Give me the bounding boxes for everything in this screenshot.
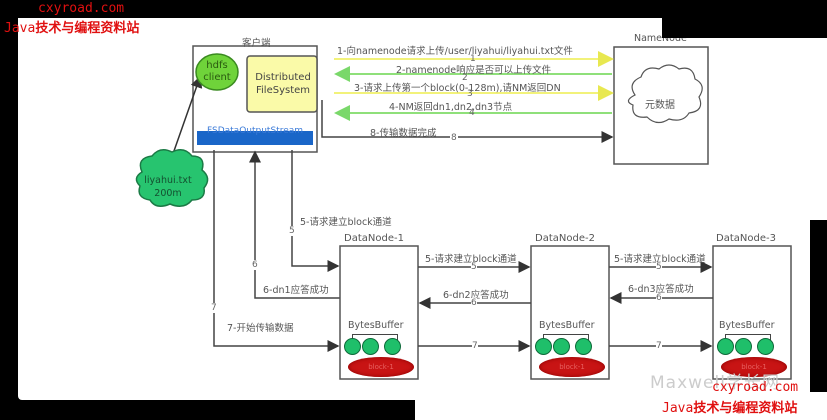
packet-circle	[344, 338, 361, 355]
watermark-text-bottom: 技术与编程资料站	[693, 401, 798, 416]
step-6-dn1-label: 6-dn1应答成功	[263, 285, 329, 296]
packet-circle	[757, 338, 774, 355]
watermark-site-top: cxyroad.com	[38, 1, 125, 16]
step-8-label: 8-传输数据完成	[370, 128, 437, 139]
watermark-prefix-top: Java	[4, 21, 36, 36]
arrow-step-7-client	[213, 150, 340, 352]
packet-circle	[535, 338, 552, 355]
step-7-client-label: 7-开始传输数据	[227, 323, 294, 334]
dfs-label: Distributed FileSystem	[255, 72, 311, 96]
block-ellipse: block-1	[721, 357, 787, 377]
step-5-dn1-dn2-number: 5	[471, 262, 477, 272]
step-3-number: 3	[467, 89, 473, 99]
datanode-3-box	[712, 245, 792, 380]
step-1-label: 1-向namenode请求上传/user/liyahui/liyahui.txt…	[337, 46, 573, 57]
step-5-client-label: 5-请求建立block通道	[300, 217, 392, 228]
dfs-box	[246, 55, 318, 113]
step-7-dn2-dn3-number: 7	[656, 341, 662, 351]
arrow-step-8	[321, 100, 614, 143]
file-size: 200m	[154, 188, 182, 199]
step-5-client-number: 5	[289, 226, 295, 236]
faded-brand-watermark: Maxwell学长网	[650, 373, 780, 393]
output-stream-label: FSDataOutputStream	[206, 126, 304, 136]
watermark-text-top: 技术与编程资料站	[35, 21, 140, 36]
diagram-canvas-right	[790, 38, 827, 220]
datanode-3-buffer-label: BytesBuffer	[719, 320, 775, 331]
metadata-label: 元数据	[645, 100, 675, 111]
step-3-label: 3-请求上传第一个block(0-128m),请NM返回DN	[354, 83, 561, 94]
arrow-step-6-client	[249, 150, 340, 299]
metadata-cloud-shape	[627, 64, 703, 124]
hdfs-client-oval	[195, 53, 239, 91]
datanode-1-box	[339, 245, 419, 380]
step-6-dn3-label: 6-dn3应答成功	[628, 284, 694, 295]
step-6-dn2-label: 6-dn2应答成功	[443, 290, 509, 301]
step-6-dn2-number: 6	[471, 298, 477, 308]
datanode-1-buffer-label: BytesBuffer	[348, 320, 404, 331]
step-6-client-number: 6	[252, 260, 258, 270]
step-7-client-number: 7	[211, 303, 217, 313]
step-5-dn1-dn2-label: 5-请求建立block通道	[425, 254, 517, 265]
file-name: liyahui.txt	[144, 175, 192, 186]
watermark-tagline-bottom: Java技术与编程资料站	[662, 397, 797, 416]
watermark-tagline-top: Java技术与编程资料站	[4, 17, 139, 36]
packet-circle	[553, 338, 570, 355]
datanode-2-title: DataNode-2	[535, 233, 595, 244]
client-title: 客户端	[242, 38, 271, 49]
step-4-number: 4	[469, 108, 475, 118]
arrow-step-5-client	[291, 150, 340, 272]
step-2-number: 2	[462, 73, 468, 83]
black-mask-top-right	[662, 0, 827, 38]
packet-circle	[384, 338, 401, 355]
bottom-strip	[415, 392, 827, 420]
step-5-dn2-dn3-label: 5-请求建立block通道	[614, 254, 706, 265]
black-mask-right	[810, 220, 827, 420]
file-cloud-shape	[135, 149, 209, 207]
step-7-dn1-dn2-number: 7	[472, 341, 478, 351]
watermark-prefix-bottom: Java	[662, 401, 694, 416]
datanode-2-buffer-label: BytesBuffer	[539, 320, 595, 331]
packet-circle	[362, 338, 379, 355]
block-ellipse: block-1	[348, 357, 414, 377]
packet-circle	[735, 338, 752, 355]
watermark-site-bottom: cxyroad.com	[712, 380, 799, 395]
packet-circle	[717, 338, 734, 355]
step-4-label: 4-NM返回dn1,dn2,dn3节点	[389, 102, 513, 113]
step-8-number: 8	[450, 133, 458, 143]
step-6-dn3-number: 6	[656, 293, 662, 303]
packet-circle	[575, 338, 592, 355]
step-2-label: 2-namenode响应是否可以上传文件	[396, 65, 552, 76]
output-stream-bar	[197, 131, 313, 145]
step-5-dn2-dn3-number: 5	[656, 262, 662, 272]
step-1-number: 1	[470, 54, 476, 64]
datanode-2-box	[530, 245, 610, 380]
datanode-1-title: DataNode-1	[344, 233, 404, 244]
hdfs-client-label: hdfs client	[203, 60, 231, 83]
namenode-title: NameNode	[634, 33, 687, 44]
datanode-3-title: DataNode-3	[716, 233, 776, 244]
block-ellipse: block-1	[539, 357, 605, 377]
